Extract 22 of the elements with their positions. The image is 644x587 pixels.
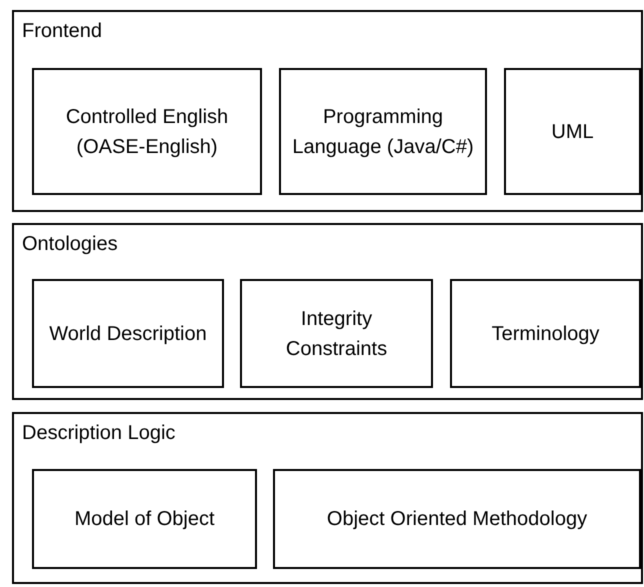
component-label: World Description (48, 322, 208, 346)
component-label: Integrity Constraints (284, 306, 388, 362)
component-label: Terminology (490, 322, 600, 346)
group-box (12, 10, 643, 212)
component-box (450, 279, 641, 388)
component-box (504, 68, 641, 195)
group-title: Frontend (22, 19, 102, 44)
group-title: Ontologies (22, 232, 118, 257)
group-box (12, 412, 643, 584)
component-box (32, 469, 257, 569)
component-label: Model of Object (73, 507, 216, 532)
component-label: Programming Language (Java/C#) (291, 104, 475, 160)
component-box (32, 68, 262, 195)
component-box (273, 469, 641, 569)
component-box (32, 279, 224, 388)
component-box (279, 68, 487, 195)
group-box (12, 223, 643, 400)
component-box (240, 279, 433, 388)
component-label: UML (550, 120, 595, 144)
group-title: Description Logic (22, 421, 176, 446)
component-label: Object Oriented Methodology (326, 507, 588, 532)
component-label: Controlled English (OASE-English) (64, 104, 230, 160)
